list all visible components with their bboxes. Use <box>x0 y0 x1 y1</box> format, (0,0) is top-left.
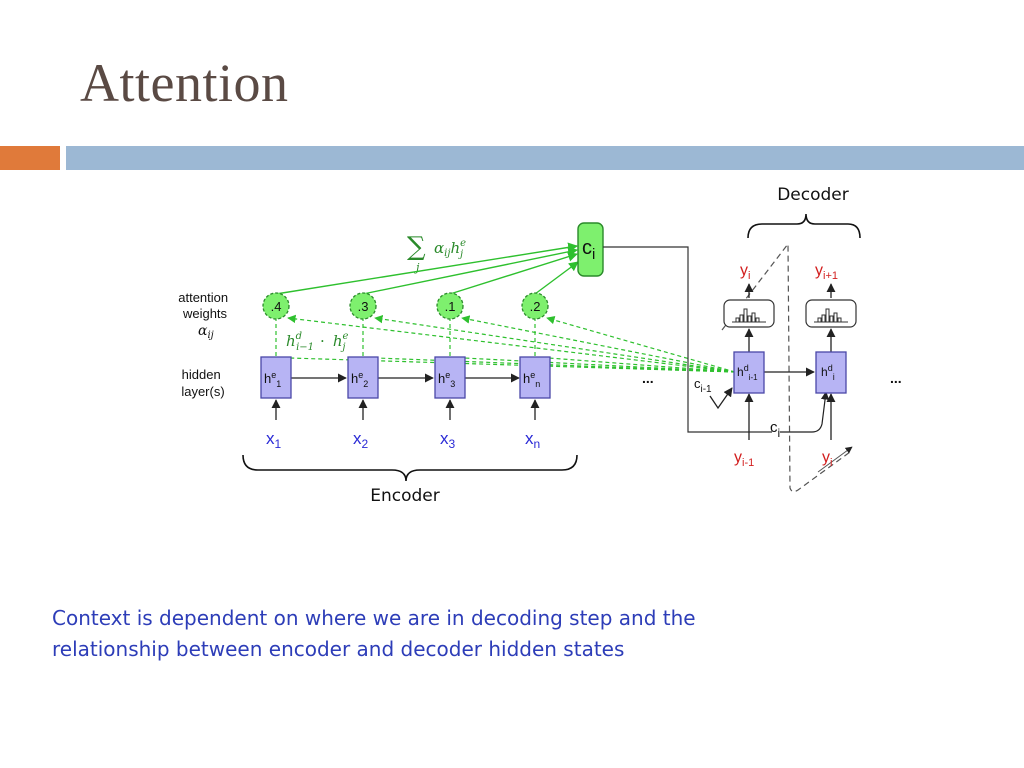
input-label: x3 <box>440 429 456 451</box>
output-token-label: yi+1 <box>815 262 838 282</box>
caption-line: Context is dependent on where we are in … <box>52 606 696 630</box>
encoder-label: Encoder <box>370 486 440 506</box>
decoder-state-label-current: hdi <box>821 363 835 382</box>
slide-title: Attention <box>80 53 289 113</box>
weight-value: .1 <box>445 299 456 314</box>
encoder-state-label: he2 <box>351 370 368 389</box>
alpha-ij-label: αij <box>198 323 214 341</box>
context-vector-box <box>577 222 604 277</box>
decoder-arrows <box>709 283 836 440</box>
decoder-token-labels: yi yi+1 yi-1 yi <box>734 262 838 469</box>
weight-value: .3 <box>358 299 369 314</box>
hidden-to-weight-lines <box>275 319 536 356</box>
accent-bar-orange <box>0 146 60 170</box>
svg-text:∑: ∑ <box>407 232 426 262</box>
attention-weights-label: attention weights <box>178 290 232 321</box>
encoder-state-box <box>519 356 551 399</box>
context-to-decoder-line <box>603 246 772 433</box>
attention-weight-nodes: .4 .3 .1 .2 <box>262 292 549 320</box>
decoder-brace <box>747 213 861 239</box>
encoder-state-box <box>260 356 292 399</box>
hidden-layers-label: hidden layer(s) <box>181 367 224 399</box>
decoder-state-box-current <box>815 351 847 394</box>
input-token-label: yi <box>822 449 832 469</box>
output-token-label: yi <box>740 262 750 282</box>
decoder-state-box-prev <box>733 351 765 394</box>
encoder-brace <box>242 454 578 482</box>
decoder-step-separator <box>721 242 851 493</box>
attention-sum-lines <box>275 242 579 295</box>
separator-arrow <box>817 446 853 473</box>
input-label: xn <box>525 429 540 451</box>
decoder-state-label-prev: hdi-1 <box>737 363 758 382</box>
weight-node <box>349 292 377 320</box>
encoder-state-label: he1 <box>264 370 281 389</box>
decoder-output-distributions <box>723 299 857 328</box>
input-token-label: yi-1 <box>734 449 754 469</box>
svg-text:hdi−1·hej: hdi−1·hej <box>286 331 348 353</box>
decoder-label: Decoder <box>777 185 849 205</box>
weight-node <box>436 292 464 320</box>
decoder-ellipsis: ... <box>890 370 902 386</box>
context-vector-label: ci <box>582 237 595 263</box>
context-current-label: ci <box>770 419 780 440</box>
accent-bar-blue <box>66 146 1024 170</box>
encoder-ellipsis: ... <box>642 370 654 386</box>
slide-caption: Context is dependent on where we are in … <box>52 603 812 665</box>
weight-value: .2 <box>530 299 541 314</box>
encoder-hidden-states: he1 he2 he3 hen <box>260 356 551 399</box>
context-to-decoder-arrow <box>780 391 830 433</box>
encoder-state-label: he3 <box>438 370 455 389</box>
weight-value: .4 <box>271 299 282 314</box>
weight-node <box>262 292 290 320</box>
caption-line: relationship between encoder and decoder… <box>52 637 625 661</box>
encoder-state-box <box>434 356 466 399</box>
input-label: x1 <box>266 429 282 451</box>
input-label: x2 <box>353 429 369 451</box>
softmax-box <box>723 299 775 328</box>
svg-text:j: j <box>413 261 420 274</box>
encoder-state-label: hen <box>523 370 540 389</box>
softmax-box <box>805 299 857 328</box>
context-prev-label: ci-1 <box>694 376 712 395</box>
encoder-inputs-arrows <box>271 373 540 420</box>
encoder-input-labels: x1 x2 x3 xn <box>266 429 540 451</box>
weight-node <box>521 292 549 320</box>
encoder-state-box <box>347 356 379 399</box>
